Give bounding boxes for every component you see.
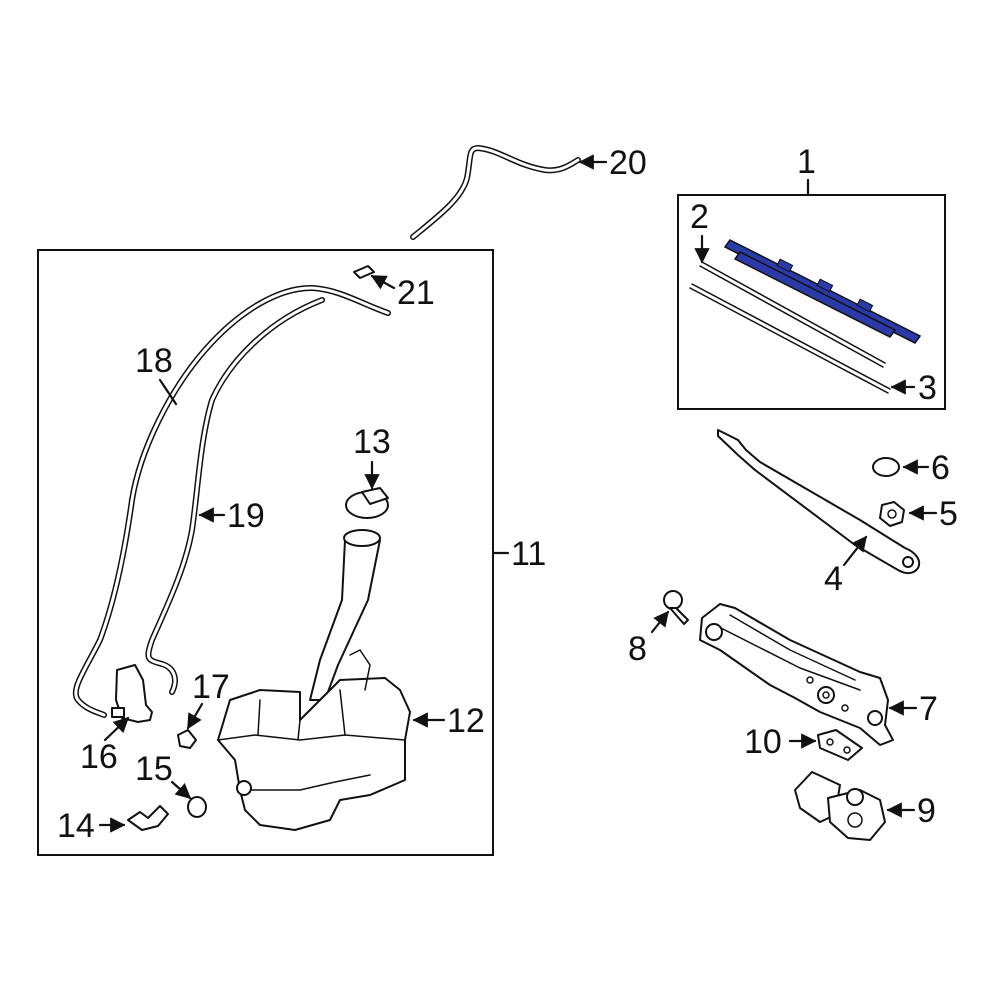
bracket-10[interactable] bbox=[817, 729, 863, 761]
callout-15[interactable]: 15 bbox=[135, 750, 173, 788]
callout-12[interactable]: 12 bbox=[447, 702, 485, 740]
callout-18-leader bbox=[158, 378, 178, 406]
nut-5[interactable] bbox=[879, 501, 905, 527]
callout-10[interactable]: 10 bbox=[744, 723, 782, 761]
callout-6[interactable]: 6 bbox=[931, 449, 950, 487]
washer-reservoir-12[interactable] bbox=[217, 529, 411, 831]
callout-16-arrow bbox=[103, 716, 130, 742]
bolt-8[interactable] bbox=[663, 590, 689, 625]
callout-13[interactable]: 13 bbox=[353, 423, 391, 461]
callout-2[interactable]: 2 bbox=[690, 198, 709, 236]
callout-8-arrow bbox=[650, 610, 670, 634]
callout-21[interactable]: 21 bbox=[397, 274, 435, 312]
grommet-17[interactable] bbox=[177, 729, 197, 749]
washer-pump-16[interactable] bbox=[111, 664, 153, 723]
callout-1[interactable]: 1 bbox=[797, 143, 816, 181]
callout-19[interactable]: 19 bbox=[227, 497, 265, 535]
callout-4-arrow bbox=[842, 535, 868, 567]
callout-8[interactable]: 8 bbox=[628, 630, 647, 668]
callout-3[interactable]: 3 bbox=[918, 369, 937, 407]
callout-5[interactable]: 5 bbox=[939, 495, 958, 533]
callout-17[interactable]: 17 bbox=[192, 668, 230, 706]
callout-18[interactable]: 18 bbox=[135, 342, 173, 380]
callout-9[interactable]: 9 bbox=[917, 792, 936, 830]
wiper-arm-4[interactable] bbox=[717, 429, 921, 575]
washer-hose-18[interactable] bbox=[72, 284, 391, 718]
pivot-cap-6[interactable] bbox=[872, 457, 900, 477]
blade-insert-2[interactable] bbox=[699, 261, 886, 368]
wiper-linkage-7[interactable] bbox=[699, 603, 894, 746]
connector-21[interactable] bbox=[353, 265, 375, 279]
washer-hose-19[interactable] bbox=[145, 297, 325, 695]
callout-7[interactable]: 7 bbox=[919, 690, 938, 728]
washer-hose-20[interactable] bbox=[410, 145, 581, 240]
callout-17-arrow bbox=[186, 702, 204, 730]
callout-15-arrow bbox=[170, 780, 192, 800]
wiper-blade-group-frame bbox=[677, 194, 946, 410]
blade-insert-3[interactable] bbox=[689, 283, 891, 394]
wiper-motor-9[interactable] bbox=[794, 771, 886, 841]
callout-16[interactable]: 16 bbox=[80, 738, 118, 776]
seal-15[interactable] bbox=[187, 796, 207, 818]
level-sensor-14[interactable] bbox=[127, 805, 169, 831]
callout-20[interactable]: 20 bbox=[609, 144, 647, 182]
callout-21-arrow bbox=[370, 274, 396, 290]
callout-4[interactable]: 4 bbox=[824, 560, 843, 598]
callout-14[interactable]: 14 bbox=[57, 807, 95, 845]
callout-11[interactable]: 11 bbox=[511, 535, 546, 573]
filler-cap-13[interactable] bbox=[345, 487, 389, 519]
wiper-blade-assembly[interactable] bbox=[723, 239, 922, 344]
